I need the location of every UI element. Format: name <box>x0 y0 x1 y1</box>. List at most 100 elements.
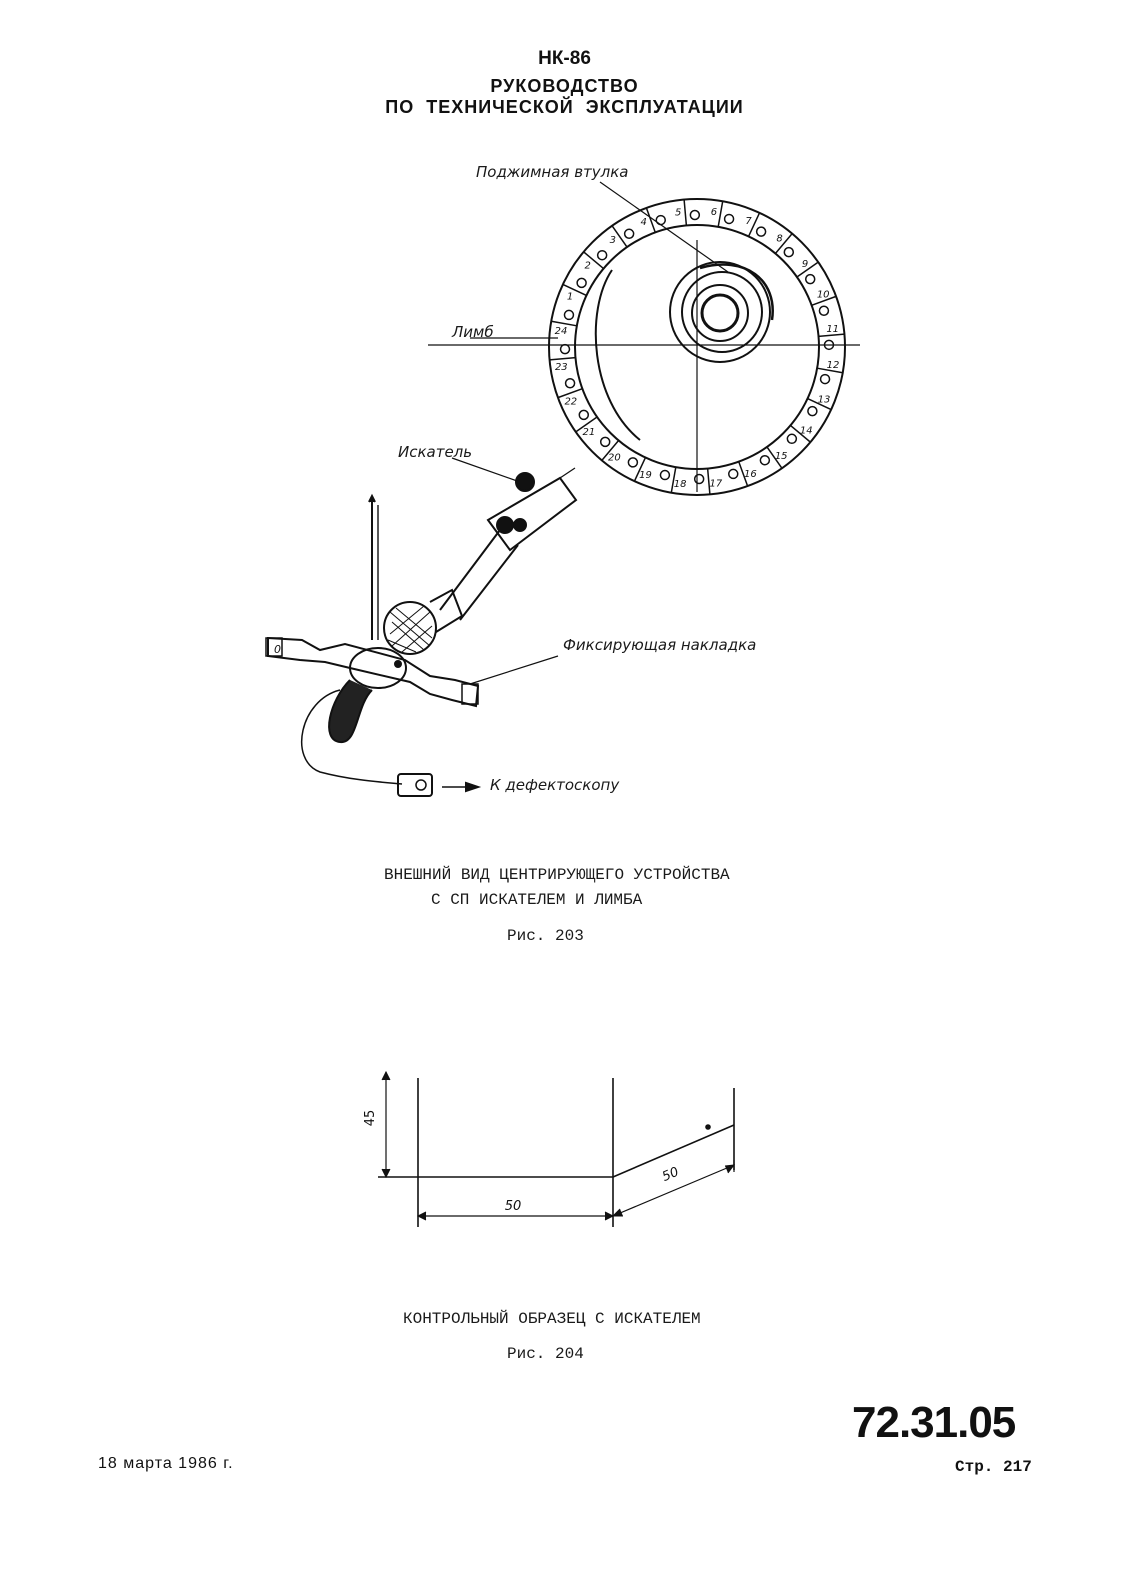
header-title-line2: ПО ТЕХНИЧЕСКОЙ ЭКСПЛУАТАЦИИ <box>385 97 744 117</box>
limb-tick <box>807 397 832 411</box>
limb-tick <box>796 261 819 278</box>
fig203-number: Рис. 203 <box>507 927 584 945</box>
limb-tick <box>557 388 583 399</box>
limb-number: 20 <box>608 452 621 463</box>
limb-disk-edge <box>594 269 641 441</box>
limb-number: 8 <box>776 234 782 245</box>
limb-tick <box>747 212 761 237</box>
limb-tick <box>706 468 711 495</box>
label-to-detector: К дефектоскопу <box>490 776 620 794</box>
limb-number: 23 <box>555 362 568 373</box>
limb-tick <box>549 356 576 361</box>
limb-tick <box>738 461 749 487</box>
limb-tick <box>811 295 837 306</box>
limb-tick <box>601 439 620 461</box>
limb-scale-ticks <box>549 199 845 495</box>
limb-number: 21 <box>583 427 596 438</box>
limb-number: 5 <box>675 207 681 218</box>
leader-sleeve <box>599 181 729 273</box>
figure-204-drawing: 45 50 50 <box>363 1070 736 1227</box>
limb-hole <box>659 469 671 481</box>
limb-hole <box>623 228 635 240</box>
plate-mark: 0 <box>274 643 281 656</box>
limb-tick <box>683 199 688 226</box>
limb-hole <box>818 305 830 317</box>
limb-tick <box>633 457 647 482</box>
limb-tick <box>575 416 598 433</box>
limb-number: 13 <box>818 395 831 406</box>
limb-number: 11 <box>826 324 839 335</box>
limb-tick <box>562 283 587 297</box>
limb-hole <box>576 277 587 289</box>
limb-number: 24 <box>555 326 568 337</box>
limb-number: 6 <box>711 207 717 218</box>
limb-hole <box>627 457 639 468</box>
limb-tick <box>789 424 811 443</box>
dim-height: 45 <box>363 1110 378 1127</box>
label-limb: Лимб <box>452 323 494 341</box>
limb-tick <box>818 333 845 338</box>
fig203-caption-line1: ВНЕШНИЙ ВИД ЦЕНТРИРУЮЩЕГО УСТРОЙСТВА <box>384 866 730 884</box>
limb-number: 12 <box>827 360 840 371</box>
limb-number: 16 <box>744 469 757 480</box>
dim-depth: 50 <box>660 1165 681 1185</box>
limb-hole <box>804 273 816 285</box>
probe-cable <box>301 689 403 785</box>
limb-number: 15 <box>775 451 788 462</box>
limb-number: 1 <box>567 291 573 302</box>
leader-plate <box>469 655 559 685</box>
limb-hole <box>564 377 576 389</box>
limb-number: 14 <box>800 426 813 437</box>
fig204-number: Рис. 204 <box>507 1345 584 1363</box>
limb-tick <box>611 225 628 248</box>
header-title-line1: РУКОВОДСТВО <box>490 76 639 96</box>
limb-hole <box>807 405 818 417</box>
limb-tick <box>774 233 793 255</box>
limb-number: 17 <box>710 479 723 490</box>
limb-hole <box>693 473 705 485</box>
limb-tick <box>766 446 783 469</box>
sleeve-bore <box>700 293 740 333</box>
limb-hole <box>759 454 771 466</box>
limb-number: 10 <box>817 290 830 301</box>
limb-number: 2 <box>585 260 591 271</box>
limb-outer-ring <box>548 198 846 496</box>
limb-hole <box>563 309 575 321</box>
fig203-caption-line2: С СП ИСКАТЕЛЕМ И ЛИМБА <box>431 891 643 909</box>
limb-number: 4 <box>640 217 646 228</box>
probe-assembly <box>265 467 578 797</box>
limb-hole <box>786 433 798 445</box>
limb-hole <box>689 209 701 221</box>
limb-hole <box>755 226 767 237</box>
sleeve-hub <box>691 284 749 342</box>
limb-hole <box>596 249 608 261</box>
limb-tick <box>645 207 656 233</box>
limb-tick <box>583 251 605 270</box>
limb-hole <box>578 409 590 421</box>
limb-tick <box>670 467 677 493</box>
limb-tick <box>551 320 577 327</box>
document-number: 72.31.05 <box>852 1398 1016 1447</box>
limb-tick <box>817 367 843 374</box>
limb-hole <box>599 436 611 448</box>
limb-number: 3 <box>610 235 616 246</box>
limb-number: 7 <box>745 216 752 227</box>
page-number: Стр. 217 <box>955 1458 1032 1476</box>
limb-hole <box>727 468 739 480</box>
label-probe: Искатель <box>398 443 473 461</box>
limb-hole <box>783 246 795 258</box>
footer-date: 18 марта 1986 г. <box>98 1455 234 1472</box>
leader-probe <box>451 457 521 483</box>
limb-number: 9 <box>802 259 808 270</box>
limb-hole <box>723 213 735 225</box>
sleeve-ring <box>681 271 763 353</box>
limb-number: 19 <box>639 470 652 481</box>
dim-width: 50 <box>505 1199 522 1214</box>
label-sleeve: Поджимная втулка <box>476 163 629 181</box>
limb-number: 22 <box>564 396 577 407</box>
limb-hole <box>559 343 571 355</box>
limb-hole <box>819 373 831 385</box>
header-code: НК-86 <box>538 48 591 69</box>
